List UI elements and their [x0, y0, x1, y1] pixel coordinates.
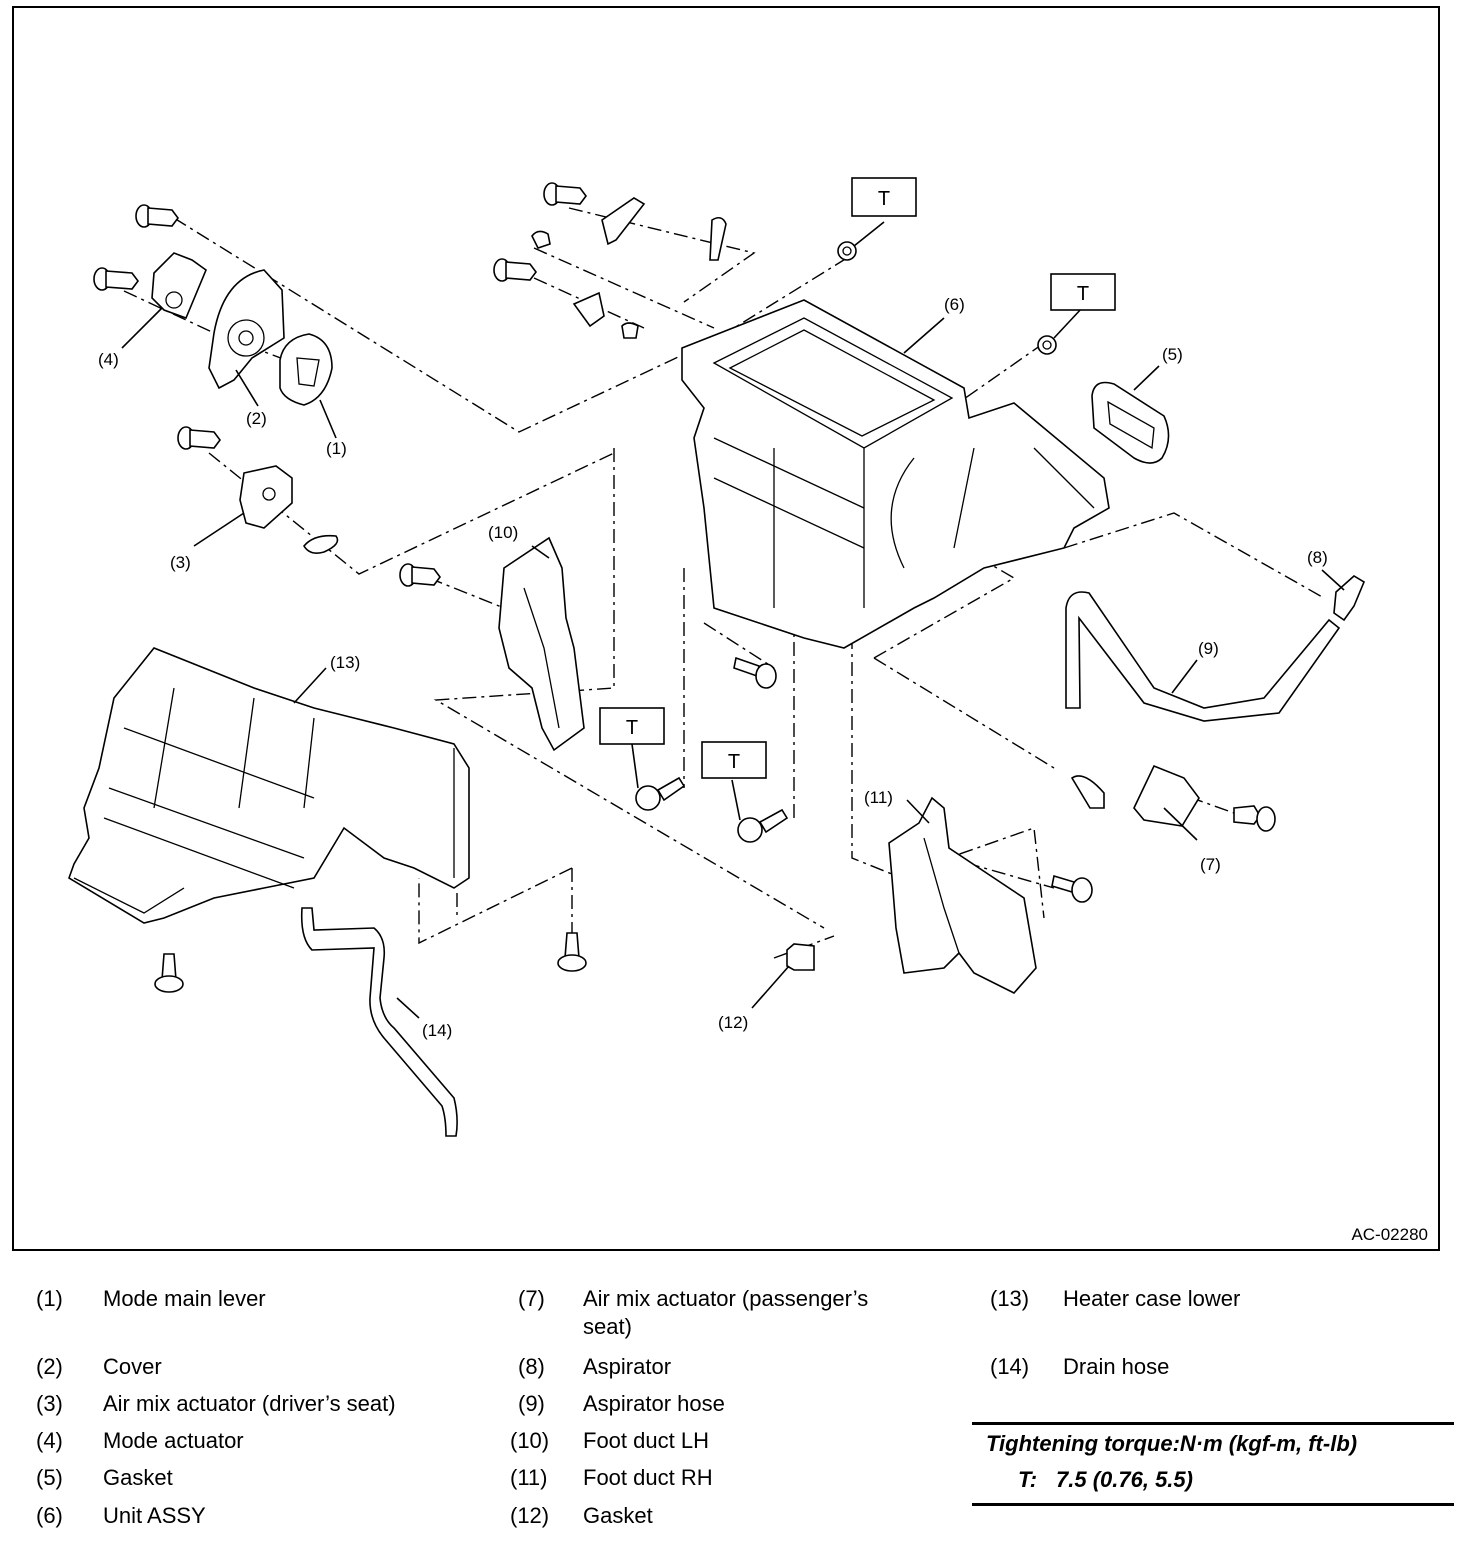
legend-label: Aspirator hose: [583, 1391, 725, 1416]
heater-case-lower-part: [68, 647, 470, 924]
svg-text:T: T: [878, 188, 890, 210]
callout-14: (14): [422, 1021, 452, 1040]
mode-main-lever-part: [279, 333, 333, 406]
screw-icon: [154, 953, 184, 993]
callout-4: (4): [98, 350, 119, 369]
svg-text:T: T: [1077, 283, 1089, 305]
legend-label: Foot duct LH: [583, 1428, 709, 1453]
aspirator-hose-part: [1065, 591, 1341, 722]
clip-part: [531, 230, 551, 249]
air-mix-actuator-passenger-part: [1070, 764, 1200, 827]
legend-number: (3): [36, 1391, 63, 1416]
torque-tag: T: [599, 707, 665, 745]
exploded-diagram: T T T T (1) (2) (3) (4) (5) (6) (7) (8) …: [68, 177, 1366, 1137]
aspirator-part: [1333, 575, 1366, 622]
nut-icon: [837, 241, 857, 261]
svg-text:T: T: [626, 717, 638, 739]
legend-label: Foot duct RH: [583, 1465, 713, 1490]
legend-label: Cover: [103, 1354, 162, 1379]
screw-icon: [177, 426, 221, 450]
legend-label: Mode actuator: [103, 1428, 244, 1453]
legend-label: Air mix actuator (driver’s seat): [103, 1391, 396, 1416]
legend-label: Gasket: [583, 1503, 653, 1528]
gasket-part: [1091, 381, 1170, 464]
screw-icon: [557, 932, 587, 972]
callout-5: (5): [1162, 345, 1183, 364]
mode-actuator-part: [151, 252, 207, 320]
screw-icon: [93, 267, 139, 291]
callout-2: (2): [246, 409, 267, 428]
torque-heading: Tightening torque:N·m (kgf-m, ft-lb): [986, 1431, 1358, 1456]
screw-icon: [1233, 805, 1276, 832]
legend-number: (12): [510, 1503, 550, 1528]
callout-11: (11): [864, 788, 893, 807]
torque-symbol: T:: [1018, 1467, 1038, 1492]
screw-icon: [733, 656, 777, 689]
legend-label: Heater case lower: [1063, 1286, 1241, 1311]
torque-tag: T: [851, 177, 917, 217]
callout-13: (13): [330, 653, 360, 672]
legend-number: (1): [36, 1286, 63, 1311]
link-rod-part: [709, 216, 727, 261]
callout-9: (9): [1198, 639, 1219, 658]
legend-label: Aspirator: [583, 1354, 672, 1379]
legend-number: (4): [36, 1428, 63, 1453]
torque-tag: T: [1050, 273, 1116, 311]
torque-value: 7.5 (0.76, 5.5): [1056, 1467, 1193, 1492]
link-lever-part: [601, 197, 646, 246]
cover-part: [208, 269, 285, 390]
flange-bolt-icon: [635, 776, 686, 811]
legend-number: (13): [990, 1286, 1030, 1311]
callout-6: (6): [944, 295, 965, 314]
drain-hose-part: [300, 907, 458, 1137]
screw-icon: [493, 258, 537, 282]
callout-7: (7): [1200, 855, 1221, 874]
figure-id: AC-02280: [1351, 1225, 1428, 1244]
legend-number: (10): [510, 1428, 550, 1453]
screw-icon: [543, 182, 587, 206]
leader-lines: [121, 221, 1345, 1019]
legend-label: Gasket: [103, 1465, 173, 1490]
gasket-small-part: [786, 943, 815, 971]
screw-icon: [1051, 874, 1093, 903]
foot-duct-lh-part: [498, 536, 585, 752]
flange-bolt-icon: [737, 808, 789, 843]
legend-number: (6): [36, 1503, 63, 1528]
legend-number: (14): [990, 1354, 1030, 1379]
torque-tag: T: [701, 741, 767, 779]
exploded-view-figure: T T T T (1) (2) (3) (4) (5) (6) (7) (8) …: [12, 6, 1440, 1251]
legend-number: (8): [518, 1354, 545, 1379]
legend-number: (2): [36, 1354, 63, 1379]
tightening-torque-box: Tightening torque:N·m (kgf-m, ft-lb) T: 7…: [972, 1422, 1454, 1506]
torque-value-row: T: 7.5 (0.76, 5.5): [1018, 1467, 1193, 1493]
foot-duct-rh-part: [888, 796, 1037, 994]
legend-label: Unit ASSY: [103, 1503, 206, 1528]
legend-label: Air mix actuator (passenger’s seat): [583, 1286, 869, 1339]
callout-8: (8): [1307, 548, 1328, 567]
legend-label: Mode main lever: [103, 1286, 266, 1311]
legend-number: (11): [510, 1465, 548, 1490]
legend-number: (5): [36, 1465, 63, 1490]
legend-label: Drain hose: [1063, 1354, 1170, 1379]
unit-assy-part: [681, 299, 1110, 649]
link-lever-part: [572, 291, 605, 328]
clip-part: [621, 322, 639, 339]
air-mix-actuator-driver-part: [239, 465, 339, 554]
callout-10: (10): [488, 523, 518, 542]
callout-12: (12): [718, 1013, 748, 1032]
svg-text:T: T: [728, 751, 740, 773]
callout-3: (3): [170, 553, 191, 572]
nut-icon: [1037, 335, 1057, 355]
screw-icon: [399, 563, 441, 587]
screw-icon: [135, 204, 179, 228]
callout-1: (1): [326, 439, 347, 458]
legend-number: (7): [518, 1286, 545, 1311]
legend-number: (9): [518, 1391, 545, 1416]
